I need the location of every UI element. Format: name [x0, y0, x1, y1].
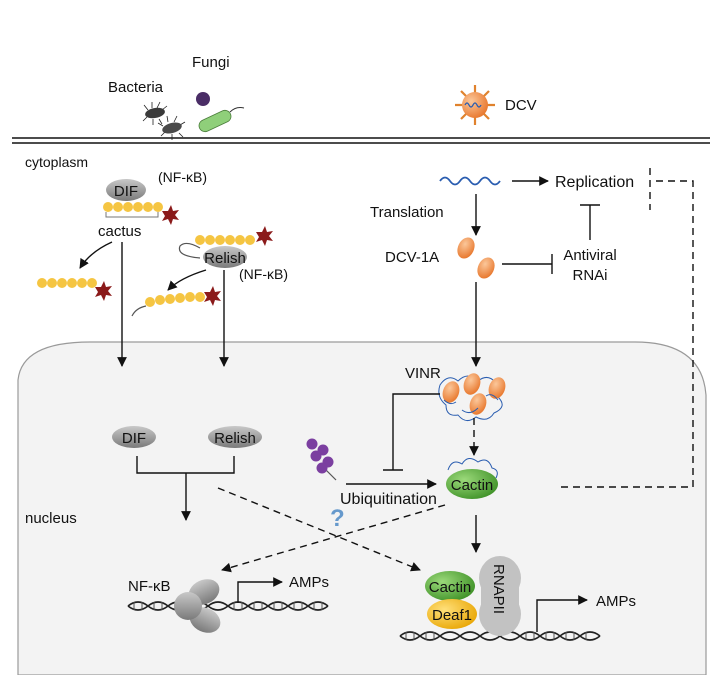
- bacteria-label: Bacteria: [108, 79, 164, 96]
- ubiquitination-label: Ubiquitination: [340, 491, 437, 508]
- dcv-label: DCV: [505, 97, 537, 114]
- dcv1a-inhibits-rnai: [502, 254, 553, 274]
- nfkb-dna-label: NF-κB: [128, 578, 171, 595]
- viral-rna-icon: [439, 176, 501, 186]
- dcv1a-protein-2: [477, 257, 495, 279]
- antiviral-label-2: RNAi: [572, 267, 607, 284]
- dif-cactus-complex: DIF: [103, 179, 179, 225]
- question-mark: ?: [330, 505, 345, 532]
- fungi-hypha-icon: [198, 107, 245, 133]
- bacteria-icon: [142, 101, 186, 140]
- nuclear-relish: [208, 426, 262, 448]
- rnapii-complex: [479, 556, 521, 636]
- dna-helix-left: [127, 601, 329, 611]
- deaf1-label: Deaf1: [432, 607, 472, 624]
- cactin-dna-protein: [425, 571, 475, 601]
- cactin-protein: Cactin: [446, 458, 498, 499]
- fungi-spore-icon: [196, 92, 210, 106]
- dif-protein-label: DIF: [114, 183, 138, 200]
- dashed-cactin-to-nfkb: [221, 504, 446, 573]
- arrow-right-amps: [536, 595, 588, 632]
- nuclear-relish-label: Relish: [214, 430, 256, 447]
- amps-right-label: AMPs: [596, 593, 636, 610]
- cactin-dna-label: Cactin: [429, 579, 472, 596]
- dcv-virus-icon: [455, 85, 495, 125]
- nuclear-dif: [112, 426, 156, 448]
- rnai-inhibits-replication: [580, 204, 600, 240]
- arrow-left-amps: [237, 577, 283, 603]
- deaf1-protein: [427, 599, 477, 629]
- vinr-complex: [438, 373, 506, 421]
- replication-feedback-dashed: [560, 168, 694, 488]
- nfkb-dif-label: (NF-κB): [158, 169, 207, 185]
- cactus-label: cactus: [98, 223, 141, 240]
- degraded-cactus: [37, 278, 112, 301]
- fungi-label: Fungi: [192, 54, 230, 71]
- amps-left-label: AMPs: [289, 574, 329, 591]
- translation-label: Translation: [370, 204, 444, 221]
- nucleus-label: nucleus: [25, 510, 77, 527]
- ubiquitin-chain-icon: [306, 438, 337, 481]
- cleaved-relish: [131, 286, 221, 317]
- nucleus-region: [17, 341, 707, 675]
- vinr-inhibits-ubiquitination: [383, 393, 440, 471]
- dashed-nfkb-to-cactin-deaf1: [217, 487, 421, 572]
- antiviral-label-1: Antiviral: [563, 247, 616, 264]
- dcv1a-protein-1: [457, 237, 475, 259]
- nuclear-dif-label: DIF: [122, 430, 146, 447]
- dcv1a-label: DCV-1A: [385, 249, 439, 266]
- rnapii-label: RNAPII: [490, 564, 507, 614]
- relish-complex: Relish: [178, 226, 273, 268]
- cytoplasm-label: cytoplasm: [25, 154, 88, 170]
- arrow-relish-cleavage: [167, 269, 207, 291]
- replication-label: Replication: [555, 174, 634, 191]
- relish-protein-label: Relish: [204, 250, 246, 267]
- arrow-cactus-degradation: [79, 241, 113, 269]
- nfkb-dimer-on-dna: [174, 579, 221, 633]
- cactin-label: Cactin: [451, 477, 494, 494]
- vinr-label: VINR: [405, 365, 441, 382]
- nfkb-relish-label: (NF-κB): [239, 266, 288, 282]
